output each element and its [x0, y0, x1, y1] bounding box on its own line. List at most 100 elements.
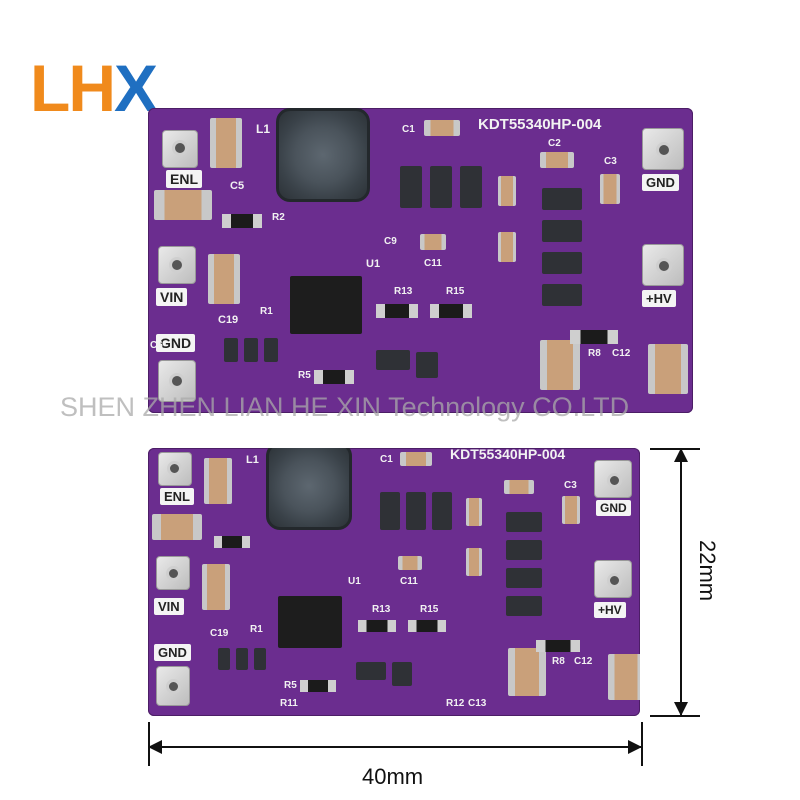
enl-label: ENL	[160, 488, 194, 505]
capacitor	[466, 498, 482, 526]
transistor	[416, 352, 438, 378]
inductor-l1	[276, 108, 370, 202]
hv-label: +HV	[594, 602, 626, 618]
pad-hole	[167, 461, 182, 476]
diode-chip	[460, 166, 482, 208]
silk-c9: C9	[384, 236, 397, 247]
capacitor-c2	[540, 152, 574, 168]
dim-tick-bottom	[650, 715, 700, 717]
gnd-label-right: GND	[596, 500, 631, 516]
pad-hole	[607, 473, 622, 488]
pad-hole	[166, 566, 181, 581]
capacitor	[210, 118, 242, 168]
silk-r12: R12	[446, 698, 465, 709]
diode-chip	[506, 568, 542, 588]
hv-label: +HV	[642, 290, 676, 307]
pad-hole	[172, 140, 188, 156]
height-dimension-line	[680, 448, 682, 716]
gnd-label-left: GND	[154, 644, 191, 661]
watermark-text: SHEN ZHEN LIAN HE XIN Technology CO.LTD	[60, 392, 630, 422]
dim-tick-left	[148, 722, 150, 766]
capacitor	[540, 340, 580, 390]
diode-chip	[506, 596, 542, 616]
silk-c11: C11	[400, 576, 418, 587]
silk-c12: C12	[612, 348, 631, 359]
height-dimension-label: 22mm	[695, 540, 720, 602]
silk-c1: C1	[380, 454, 393, 465]
capacitor	[152, 514, 202, 540]
silk-r13: R13	[372, 604, 391, 615]
silk-r15: R15	[420, 604, 439, 615]
capacitor	[498, 232, 516, 262]
arrow-up-icon	[674, 448, 688, 462]
diode-chip	[406, 492, 426, 530]
width-dimension-line	[148, 746, 642, 748]
silk-c12: C12	[574, 656, 593, 667]
resistor-r15	[430, 304, 472, 318]
pcb-board-bottom: ENL VIN GND L1 KDT55340HP-004 GND +HV U1…	[148, 448, 640, 716]
resistor-r13	[376, 304, 418, 318]
transistor	[392, 662, 412, 686]
inductor-l1	[266, 448, 352, 530]
silk-c2: C2	[548, 138, 561, 149]
resistor	[222, 214, 262, 228]
silk-r5: R5	[298, 370, 311, 381]
small-chip	[254, 648, 266, 670]
capacitor	[648, 344, 688, 394]
silk-r2: R2	[272, 212, 285, 223]
silk-c3: C3	[564, 480, 577, 491]
capacitor	[608, 654, 640, 700]
silk-r15: R15	[446, 286, 465, 297]
capacitor-c3	[562, 496, 580, 524]
capacitor-c3	[600, 174, 620, 204]
capacitor	[498, 176, 516, 206]
capacitor-c2	[504, 480, 534, 494]
pad-hole	[656, 142, 672, 158]
small-chip	[244, 338, 258, 362]
silk-r1: R1	[260, 306, 273, 317]
resistor	[570, 330, 618, 344]
capacitor	[208, 254, 240, 304]
small-chip	[264, 338, 278, 362]
capacitor-c11	[398, 556, 422, 570]
enl-label: ENL	[166, 170, 202, 188]
silk-c19: C19	[210, 628, 229, 639]
diode-chip	[432, 492, 452, 530]
capacitor	[202, 564, 230, 610]
board-model-text: KDT55340HP-004	[478, 116, 602, 133]
diode-chip	[506, 512, 542, 532]
resistor	[214, 536, 250, 548]
silk-r11: R11	[280, 698, 298, 709]
silk-c19: C19	[218, 314, 239, 326]
pcb-board-top: ENL VIN GND L1 C5 C19 KDT55340HP-004 GND…	[148, 108, 693, 413]
silk-c1: C1	[402, 124, 415, 135]
silk-r13: R13	[394, 286, 413, 297]
pad-hole	[166, 679, 181, 694]
gnd-label-right: GND	[642, 174, 679, 191]
ic-u1	[278, 596, 342, 648]
gnd-label-left: GND	[156, 334, 196, 352]
diode-chip	[542, 188, 582, 210]
arrow-down-icon	[674, 702, 688, 716]
diode-chip	[542, 252, 582, 274]
pad-hole	[169, 373, 185, 389]
diode-chip	[400, 166, 422, 208]
capacitor	[508, 648, 546, 696]
diode-chip	[380, 492, 400, 530]
diode-chip	[430, 166, 452, 208]
capacitor-c11	[420, 234, 446, 250]
brand-logo: LHX	[30, 55, 158, 121]
silk-r8: R8	[552, 656, 565, 667]
capacitor	[154, 190, 212, 220]
small-chip	[236, 648, 248, 670]
diode-chip	[542, 220, 582, 242]
silk-l1: L1	[246, 454, 259, 466]
silk-c11: C11	[424, 258, 442, 269]
transistor	[376, 350, 410, 370]
dim-tick-right	[641, 722, 643, 766]
resistor	[536, 640, 580, 652]
vin-label: VIN	[154, 598, 184, 615]
small-chip	[224, 338, 238, 362]
silk-c5: C5	[230, 180, 245, 192]
arrow-left-icon	[148, 740, 162, 754]
